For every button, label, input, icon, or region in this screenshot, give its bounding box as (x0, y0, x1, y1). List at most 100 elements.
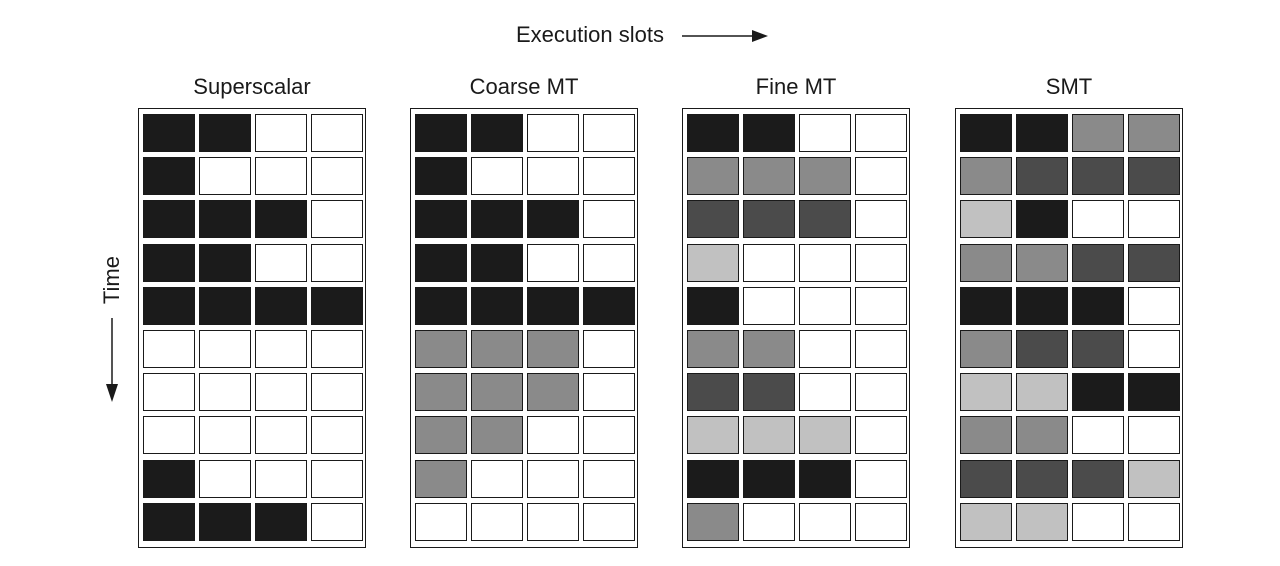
slot-cell (415, 200, 467, 239)
slot-cell (960, 416, 1012, 455)
down-arrow-icon (106, 318, 118, 402)
slot-cell (471, 286, 523, 325)
slot-cell (1016, 114, 1068, 152)
slot-cell (1072, 502, 1124, 541)
slot-cell (415, 373, 467, 412)
slot-cell (471, 243, 523, 282)
panel-smt (955, 108, 1183, 548)
slot-cell (199, 114, 251, 152)
slot-cell (527, 330, 579, 368)
slot-cell (960, 200, 1012, 239)
panel-title-smt: SMT (1045, 74, 1093, 99)
slot-cell (743, 286, 795, 325)
slot-cell (527, 502, 579, 541)
slot-cell (1072, 157, 1124, 196)
slot-cell (1072, 416, 1124, 455)
slot-cell (471, 157, 523, 196)
slot-cell (743, 373, 795, 412)
slot-cell (255, 200, 307, 239)
slot-cell (199, 243, 251, 282)
slot-cell (527, 416, 579, 455)
slot-cell (799, 157, 851, 196)
slot-cell (1128, 459, 1180, 498)
slot-cell (583, 114, 635, 152)
execution-slots-label: Execution slots (516, 22, 664, 47)
slot-cell (583, 373, 635, 412)
slot-cell (199, 373, 251, 412)
slot-cell (415, 157, 467, 196)
slot-cell (743, 459, 795, 498)
slot-cell (415, 114, 467, 152)
slot-cell (199, 502, 251, 541)
slot-cell (687, 286, 739, 325)
slot-cell (527, 243, 579, 282)
slot-cell (583, 286, 635, 325)
slot-cell (583, 157, 635, 196)
slot-cell (1128, 502, 1180, 541)
slot-cell (143, 330, 195, 368)
slot-cell (743, 416, 795, 455)
panel-title-superscalar: Superscalar (193, 74, 311, 99)
slot-cell (1128, 373, 1180, 412)
slot-cell (960, 373, 1012, 412)
slot-cell (1072, 330, 1124, 368)
slot-cell (527, 286, 579, 325)
slot-cell (687, 330, 739, 368)
slot-cell (687, 373, 739, 412)
slot-cell (255, 286, 307, 325)
slot-cell (527, 114, 579, 152)
slot-cell (960, 157, 1012, 196)
slot-cell (1016, 416, 1068, 455)
slot-cell (1072, 243, 1124, 282)
slot-cell (687, 157, 739, 196)
slot-cell (143, 114, 195, 152)
panel-superscalar (138, 108, 366, 548)
slot-cell (1016, 200, 1068, 239)
slot-cell (1016, 286, 1068, 325)
slot-cell (687, 416, 739, 455)
slot-cell (1072, 373, 1124, 412)
slot-cell (199, 330, 251, 368)
slot-cell (255, 330, 307, 368)
slot-cell (415, 416, 467, 455)
slot-cell (143, 157, 195, 196)
slot-cell (471, 330, 523, 368)
slot-cell (143, 243, 195, 282)
slot-cell (471, 459, 523, 498)
slot-cell (415, 459, 467, 498)
slot-cell (583, 459, 635, 498)
slot-cell (199, 286, 251, 325)
slot-cell (583, 502, 635, 541)
slot-cell (311, 459, 363, 498)
slot-cell (255, 459, 307, 498)
slot-cell (1072, 286, 1124, 325)
slot-cell (415, 286, 467, 325)
slot-cell (1016, 157, 1068, 196)
slot-cell (255, 157, 307, 196)
panel-fine-mt (682, 108, 910, 548)
slot-cell (855, 459, 907, 498)
slot-cell (799, 243, 851, 282)
slot-cell (311, 286, 363, 325)
slot-cell (799, 286, 851, 325)
slot-cell (743, 330, 795, 368)
slot-cell (687, 459, 739, 498)
slot-cell (311, 243, 363, 282)
slot-cell (143, 416, 195, 455)
slot-cell (960, 243, 1012, 282)
slot-cell (743, 157, 795, 196)
panel-title-fine-mt: Fine MT (755, 74, 837, 99)
slot-cell (1128, 416, 1180, 455)
slot-cell (855, 416, 907, 455)
slot-cell (1072, 459, 1124, 498)
slot-cell (255, 114, 307, 152)
slot-cell (199, 200, 251, 239)
slot-cell (1128, 330, 1180, 368)
slot-cell (311, 330, 363, 368)
slot-cell (1016, 459, 1068, 498)
slot-cell (687, 243, 739, 282)
slot-cell (583, 330, 635, 368)
slot-cell (687, 502, 739, 541)
slot-cell (143, 286, 195, 325)
slot-cell (960, 502, 1012, 541)
